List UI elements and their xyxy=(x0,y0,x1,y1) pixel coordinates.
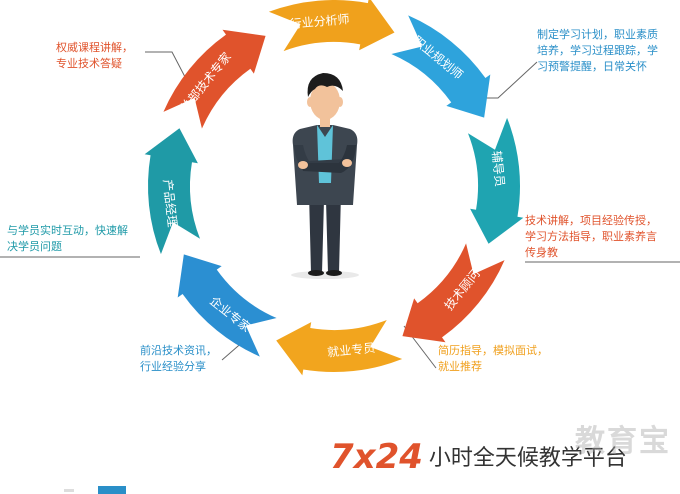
note-top-right: 制定学习计划，职业素质培养，学习过程跟踪，学习预警提醒，日常关怀 xyxy=(537,28,658,73)
ring-segment-label: 辅导员 xyxy=(489,150,507,187)
footer-big-number: 7x24 xyxy=(330,437,423,477)
ring-segment-label: 产品经理 xyxy=(160,179,179,228)
ring-segment xyxy=(163,29,266,129)
ring-segment xyxy=(144,128,201,255)
note-bottom-right: 简历指导，模拟面试，就业推荐 xyxy=(438,344,548,373)
footer-accent-dash xyxy=(64,489,74,492)
note-mid-left: 与学员实时互动，快速解决学员问题 xyxy=(7,224,128,253)
ring-segment-label: 就业专员 xyxy=(327,340,376,360)
note-top-left: 权威课程讲解，专业技术答疑 xyxy=(56,41,133,70)
ring-segment xyxy=(402,243,505,343)
watermark: 教育宝 xyxy=(575,424,671,459)
ring-segment xyxy=(268,0,395,52)
ring-segment xyxy=(276,319,403,376)
footer-text: 小时全天候教学平台 xyxy=(428,446,627,471)
ring-segment xyxy=(391,15,491,118)
note-mid-right: 技术讲解，项目经验传授，学习方法指导，职业素养言传身教 xyxy=(525,214,657,259)
note-bottom-left: 前沿技术资讯，行业经验分享 xyxy=(140,344,217,373)
footer-slogan: 7x24 小时全天候教学平台 xyxy=(330,436,627,476)
advisor-figure xyxy=(291,73,359,279)
ring-segment xyxy=(177,254,277,357)
ring-segment xyxy=(467,117,524,244)
ring-segment-label: 行业分析师 xyxy=(289,12,350,31)
footer-accent-bar xyxy=(98,486,126,494)
